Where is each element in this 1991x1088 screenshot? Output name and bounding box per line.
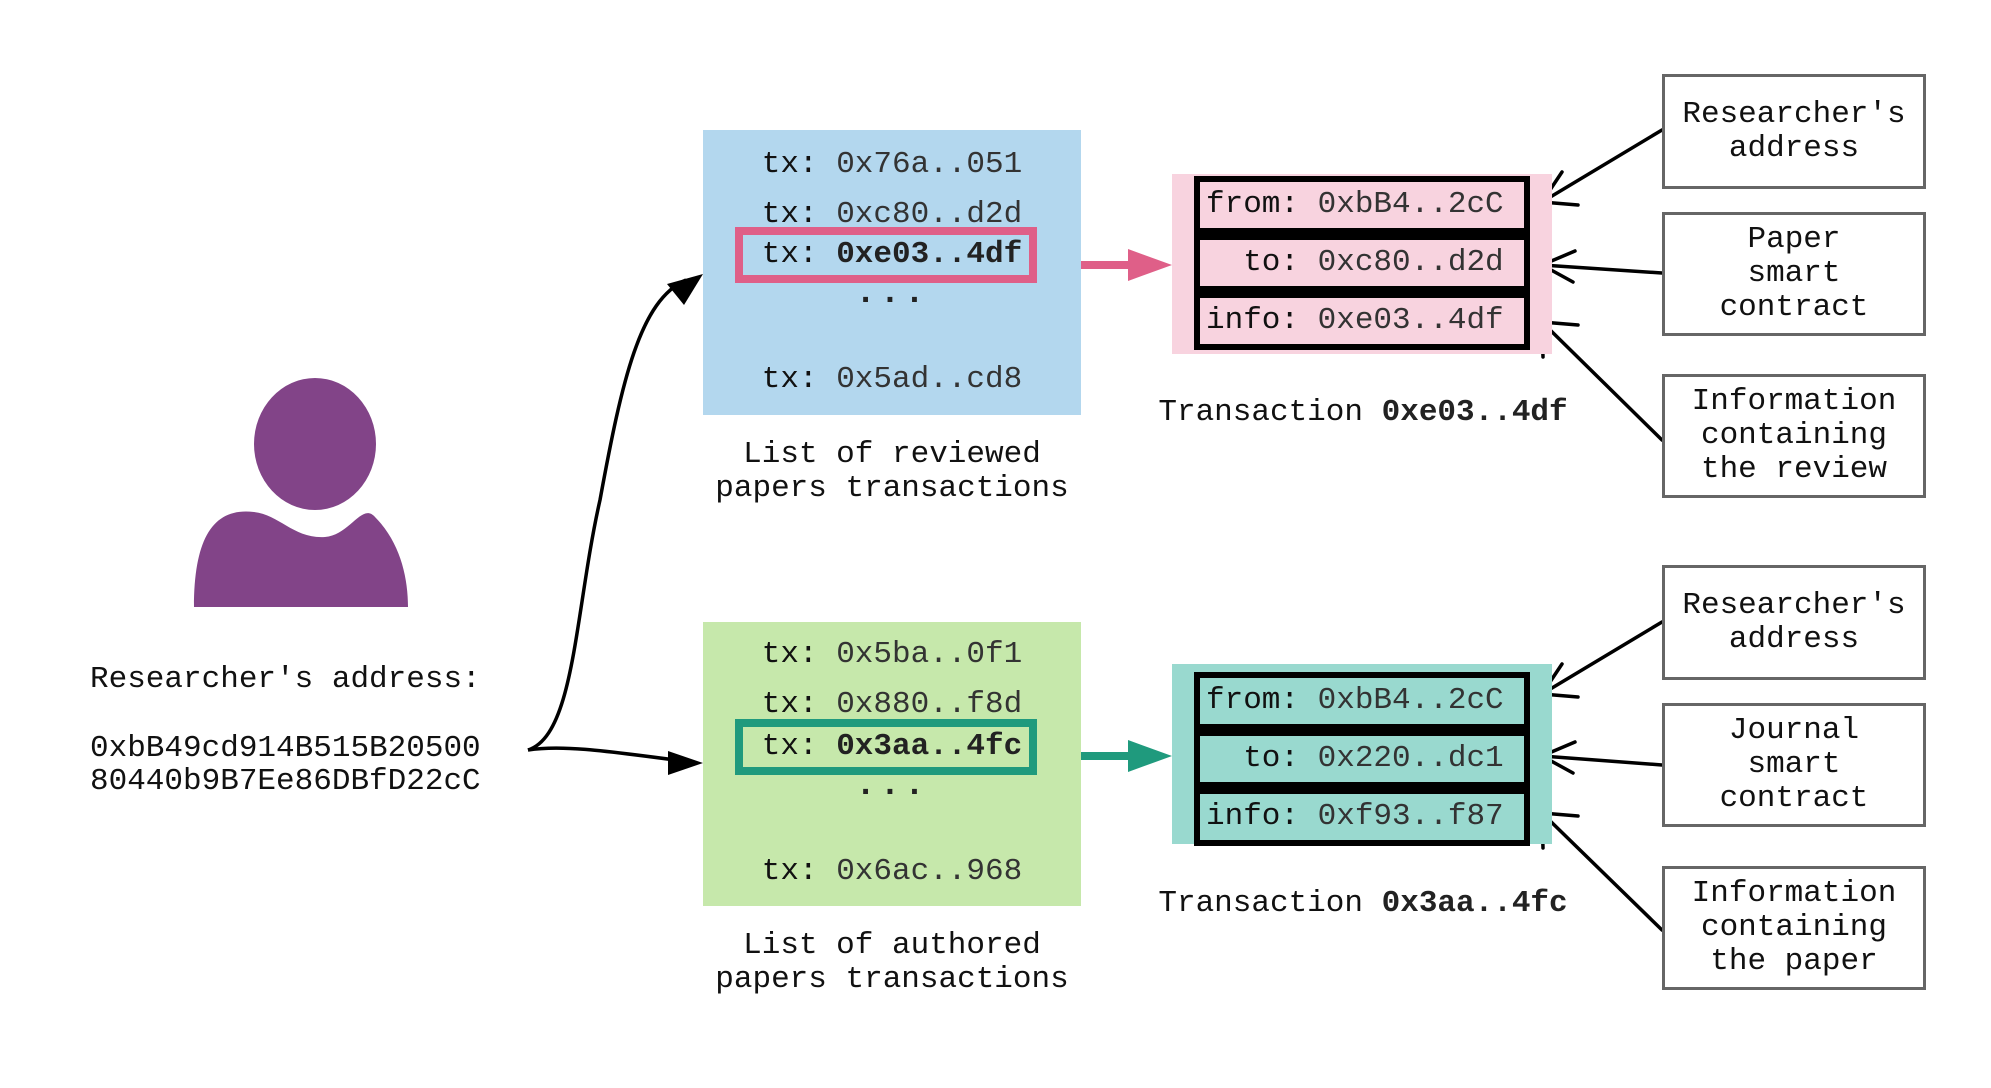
note-journal-smart-contract: Journal smart contract: [1662, 703, 1926, 827]
note-researcher-address-top: Researcher's address: [1662, 74, 1926, 189]
reviewed-list-caption: List of reviewed papers transactions: [715, 437, 1069, 506]
pointer-note-researcher-bottom: [1540, 620, 1664, 699]
arrowhead-reviewed: [667, 274, 703, 305]
list-item[interactable]: tx: 0x76a..051: [761, 147, 1023, 182]
tx-field-from[interactable]: from: 0xbB4..2cC: [1194, 672, 1530, 730]
highlighted-review-tx[interactable]: tx: 0xe03..4df: [761, 237, 1023, 272]
tx-field-info[interactable]: info: 0xe03..4df: [1194, 292, 1530, 350]
highlighted-paper-tx[interactable]: tx: 0x3aa..4fc: [761, 729, 1023, 764]
tx-field-to[interactable]: to: 0x220..dc1: [1194, 730, 1530, 788]
list-item[interactable]: tx: 0x6ac..968: [761, 854, 1023, 889]
paper-transaction-title: Transaction 0x3aa..4fc: [1158, 886, 1568, 921]
tx-field-to[interactable]: to: 0xc80..d2d: [1194, 234, 1530, 292]
note-review-information: Information containing the review: [1662, 374, 1926, 498]
note-paper-smart-contract: Paper smart contract: [1662, 212, 1926, 336]
pointer-note-contract-top: [1540, 249, 1664, 284]
reviewed-transactions-panel: tx: 0x76a..051 tx: 0xc80..d2d tx: 0xe03.…: [703, 130, 1081, 415]
paper-transaction-card: from: 0xbB4..2cC to: 0x220..dc1 info: 0x…: [1172, 664, 1552, 846]
arrow-researcher-to-authored: [527, 746, 676, 762]
review-transaction-title: Transaction 0xe03..4df: [1158, 395, 1568, 430]
person-silhouette-icon: [194, 378, 408, 607]
researcher-address-label: Researcher's address:: [90, 662, 481, 697]
arrowhead-review-card: [1128, 249, 1172, 281]
highlighted-paper-tx-frame: [735, 719, 1037, 775]
authored-transactions-panel: tx: 0x5ba..0f1 tx: 0x880..f8d tx: 0x3aa.…: [703, 622, 1081, 906]
authored-list-caption: List of authored papers transactions: [715, 928, 1069, 997]
arrow-researcher-to-reviewed: [527, 278, 687, 752]
list-ellipsis: ...: [855, 767, 929, 805]
arrowhead-authored: [668, 751, 703, 775]
review-transaction-card: from: 0xbB4..2cC to: 0xc80..d2d info: 0x…: [1172, 174, 1552, 354]
list-ellipsis: ...: [855, 275, 929, 313]
pointer-note-contract-bottom: [1540, 740, 1664, 775]
note-researcher-address-bottom: Researcher's address: [1662, 565, 1926, 680]
researcher-address-value: 0xbB49cd914B515B20500 80440b9B7Ee86DBfD2…: [90, 731, 481, 799]
list-item[interactable]: tx: 0xc80..d2d: [761, 197, 1023, 232]
tx-field-info[interactable]: info: 0xf93..f87: [1194, 788, 1530, 846]
note-paper-information: Information containing the paper: [1662, 866, 1926, 990]
tx-field-from[interactable]: from: 0xbB4..2cC: [1194, 176, 1530, 234]
arrowhead-paper-card: [1128, 740, 1172, 772]
list-item[interactable]: tx: 0x880..f8d: [761, 687, 1023, 722]
pointer-note-researcher-top: [1540, 128, 1664, 207]
list-item[interactable]: tx: 0x5ad..cd8: [761, 362, 1023, 397]
list-item[interactable]: tx: 0x5ba..0f1: [761, 637, 1023, 672]
highlighted-review-tx-frame: [735, 227, 1037, 283]
